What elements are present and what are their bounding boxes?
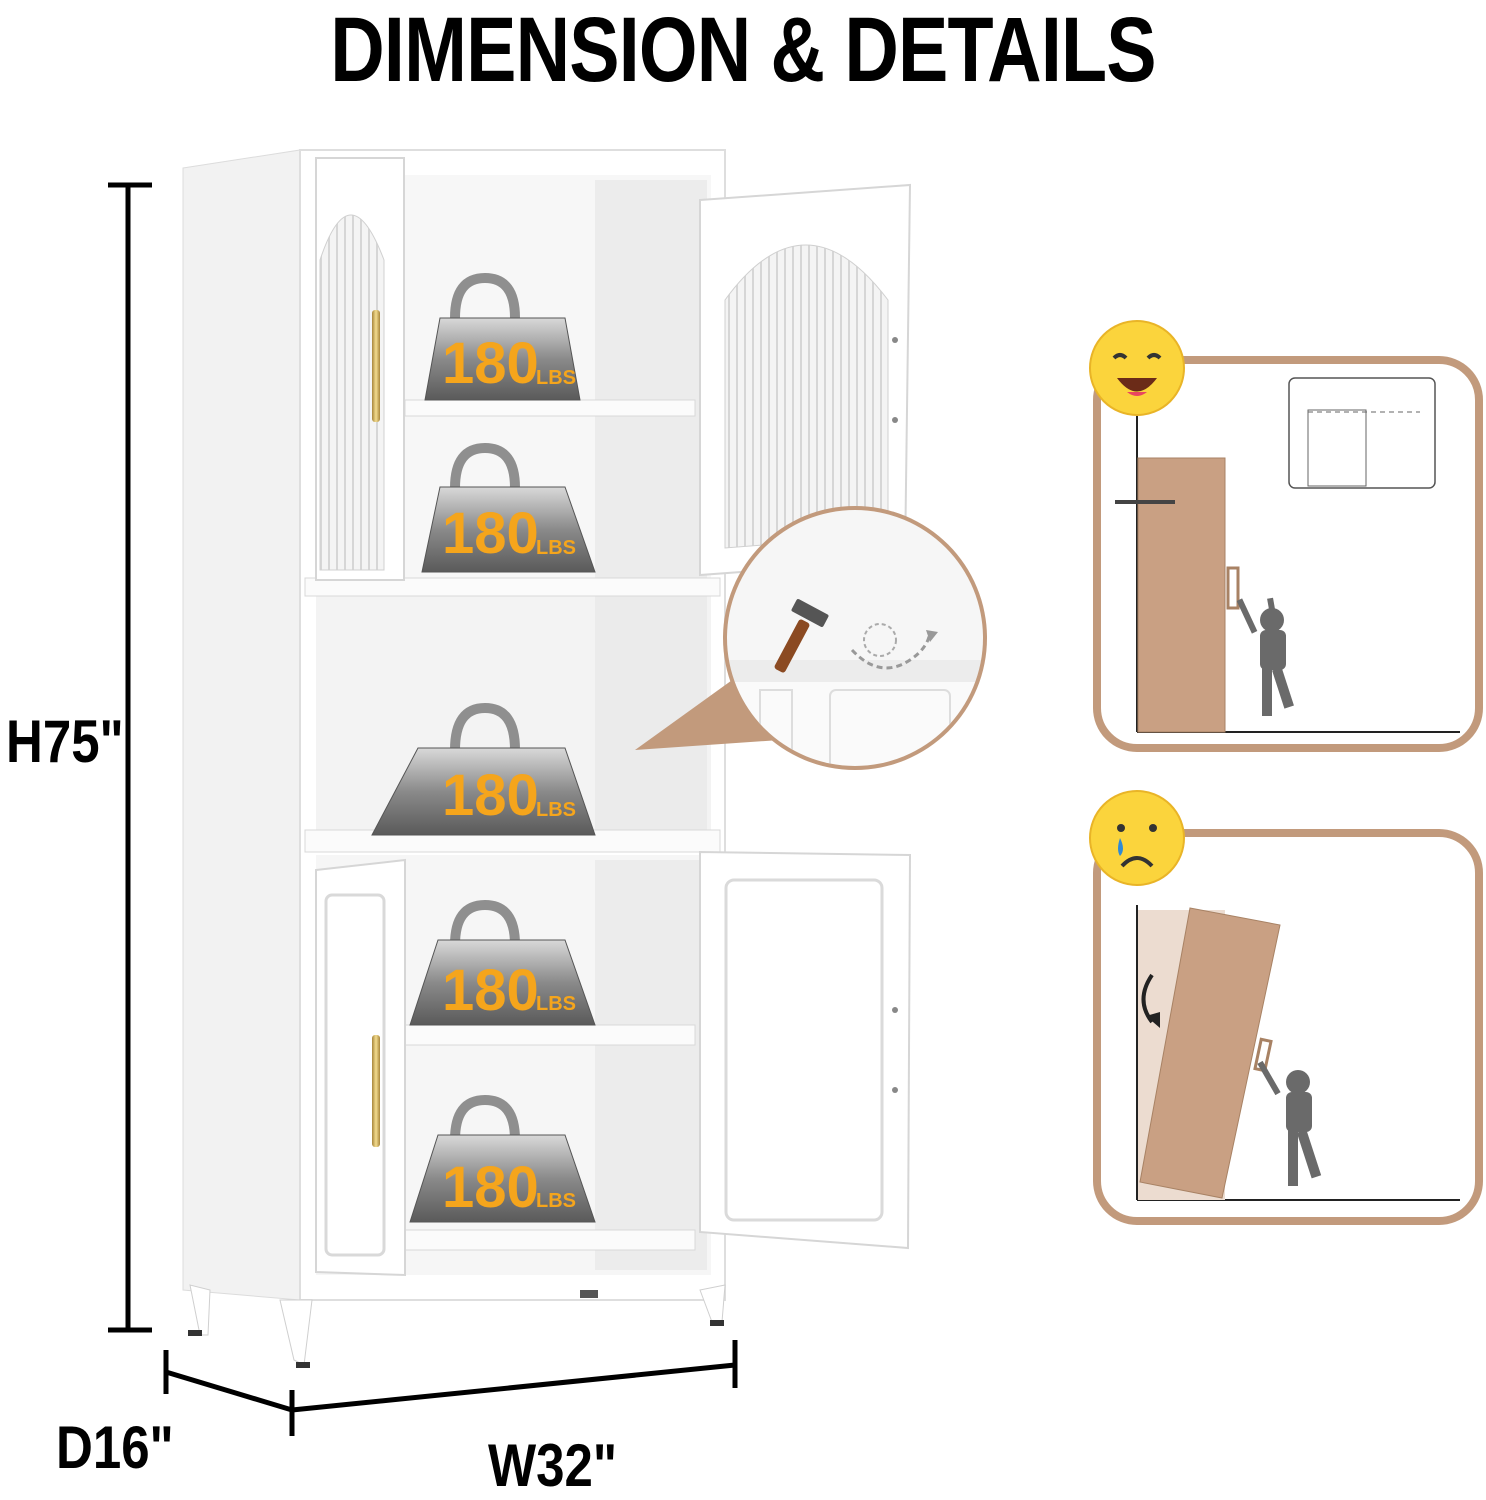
sad-emoji-icon [1089,790,1185,886]
page-title: DIMENSION & DETAILS [330,0,1156,101]
weight-value-2: 180 [442,501,539,566]
width-label: W32" [488,1432,618,1499]
weight-unit-2: LBS [536,537,576,559]
depth-dimension-line [163,1350,295,1436]
weight-shelf-2: 180 LBS [421,442,596,573]
weight-unit-4: LBS [536,993,576,1015]
depth-label: D16" [56,1414,174,1481]
height-label: H75" [6,708,124,775]
height-dimension-line [108,182,152,1333]
hammer-icon [774,599,829,673]
tipping-cabinet-panel [1093,829,1483,1225]
width-dimension-line [291,1340,738,1413]
child-figure [1236,597,1294,716]
weight-shelf-5: 180 LBS [409,1094,596,1223]
weight-shelf-4: 180 LBS [409,899,596,1026]
weight-unit-5: LBS [536,1190,576,1212]
weight-value-4: 180 [442,958,539,1023]
rotate-arrow-icon [1141,973,1160,1028]
child-figure-2 [1257,1060,1322,1186]
weight-shelf-3: 180 LBS [371,702,596,836]
weight-value-3: 180 [442,763,539,828]
happy-emoji-icon [1089,320,1185,416]
anchored-cabinet-panel [1093,356,1483,752]
weight-unit-1: LBS [536,367,576,389]
weight-value-5: 180 [442,1155,539,1220]
weight-value-1: 180 [442,331,539,396]
weight-unit-3: LBS [536,799,576,821]
weight-shelf-1: 180 LBS [424,272,581,401]
